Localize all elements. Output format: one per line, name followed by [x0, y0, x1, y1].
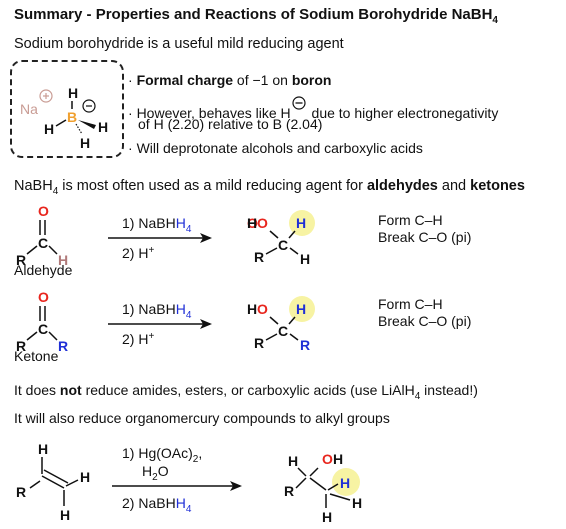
nabh4-structure-box: Na H B H H H	[10, 60, 124, 158]
alkene-bottom-h: H	[60, 507, 70, 523]
boron-left-h: H	[44, 121, 54, 137]
aldehyde-reaction: O C R H 1) NaBHH4 2) H+ O HO H O H C R H	[16, 203, 315, 268]
ald-arrow-icon	[200, 233, 212, 243]
ket-oxygen: O	[38, 289, 49, 305]
minus-charge-icon	[82, 99, 96, 113]
ket-product-ho: H	[247, 301, 257, 317]
plus-charge-icon	[39, 89, 53, 103]
ald-oxygen: O	[38, 203, 49, 219]
boron-atom: B	[67, 109, 77, 125]
boron-right-h: H	[98, 119, 108, 135]
bullet-deprotonate: · Will deprotonate alcohols and carboxyl…	[128, 140, 423, 156]
intro-text: Sodium borohydride is a useful mild redu…	[14, 36, 344, 52]
ket-carbon: C	[38, 321, 48, 337]
product-right-h: H	[352, 495, 362, 511]
bullet-formal-charge: · Formal charge of −1 on boron	[128, 72, 332, 88]
ket-r-right: R	[58, 338, 68, 354]
ket-product-r-left: R	[254, 335, 264, 351]
ald-product-carbon: C	[278, 237, 288, 253]
ket-arrow-icon	[200, 319, 212, 329]
product-highlight-circle	[332, 468, 360, 496]
aldehyde-note: Form C–H Break C–O (pi)	[378, 212, 472, 245]
ketone-reaction: O C R R 1) NaBHH4 2) H+ H O H C R R	[16, 289, 315, 354]
svg-text:O: O	[257, 301, 268, 317]
bullet-electronegativity: of H (2.20) relative to B (2.04)	[138, 116, 323, 132]
ald-product-r: R	[254, 249, 264, 265]
ald-product-ho: O	[247, 215, 258, 231]
ket-product-r-right: R	[300, 337, 310, 353]
product-r: R	[284, 483, 294, 499]
ald-highlight-circle	[289, 210, 315, 236]
ald-h: H	[58, 252, 68, 268]
boron-top-h: H	[68, 85, 78, 101]
alkene-r: R	[16, 484, 26, 500]
alkene-top-h: H	[38, 441, 48, 457]
ald-carbon: C	[38, 235, 48, 251]
hg-step1: 1) Hg(OAc)2,	[122, 445, 202, 465]
ket-product-carbon: C	[278, 323, 288, 339]
page-title: Summary - Properties and Reactions of So…	[14, 6, 498, 26]
ket-product-new-h: H	[296, 301, 306, 317]
organomercury-text: It will also reduce organomercury compou…	[14, 410, 390, 426]
svg-text:H: H	[247, 215, 257, 231]
hydride-minus-icon	[292, 96, 306, 110]
ald-step1: 1) NaBHH4	[122, 215, 192, 235]
ald-product-h: H	[300, 251, 310, 267]
ald-step2: 2) H+	[122, 245, 154, 261]
product-new-h: H	[340, 475, 350, 491]
ket-step1: 1) NaBHH4	[122, 301, 192, 321]
not-reduce-text: It does not reduce amides, esters, or ca…	[14, 382, 478, 402]
hg-water: H2O	[142, 463, 169, 483]
ket-step2: 2) H+	[122, 331, 154, 347]
ketone-label: Ketone	[14, 348, 59, 364]
ket-highlight-circle	[289, 296, 315, 322]
boron-bottom-h: H	[80, 135, 90, 151]
product-bottom-h: H	[322, 509, 332, 525]
ket-r-left: R	[16, 338, 26, 354]
ald-r: R	[16, 252, 26, 268]
ald-product-new-h: H	[296, 215, 306, 231]
aldehyde-label: Aldehyde	[14, 262, 73, 278]
svg-text:O: O	[257, 215, 268, 231]
bullet-behaves-like-h: · However, behaves like H due to higher …	[128, 96, 498, 121]
sodium-label: Na	[20, 101, 38, 117]
product-oh-h: H	[333, 451, 343, 467]
ketone-note: Form C–H Break C–O (pi)	[378, 296, 472, 329]
alkene-right-h: H	[80, 469, 90, 485]
nabh4-structure: Na H B H H H	[20, 85, 108, 151]
product-h-top: H	[288, 453, 298, 469]
product-oxygen: O	[322, 451, 333, 467]
hg-step2: 2) NaBHH4	[122, 495, 192, 515]
hg-arrow-icon	[230, 481, 242, 491]
most-used-text: NaBH4 is most often used as a mild reduc…	[14, 178, 525, 197]
oxymercuration-reaction: H R H H 1) Hg(OAc)2, H2O 2) NaBHH4 H O H…	[16, 441, 362, 525]
